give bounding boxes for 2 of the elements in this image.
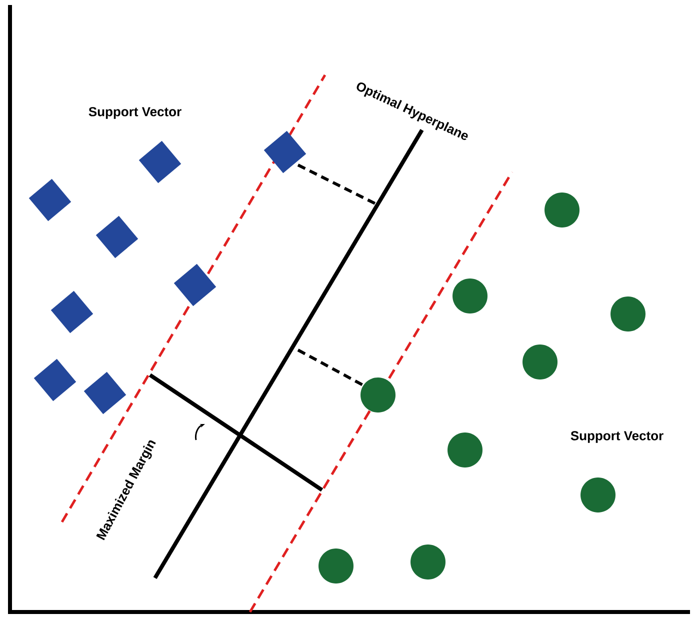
- text-label: Support Vector: [88, 107, 182, 119]
- text-label: Support Vector: [570, 431, 664, 443]
